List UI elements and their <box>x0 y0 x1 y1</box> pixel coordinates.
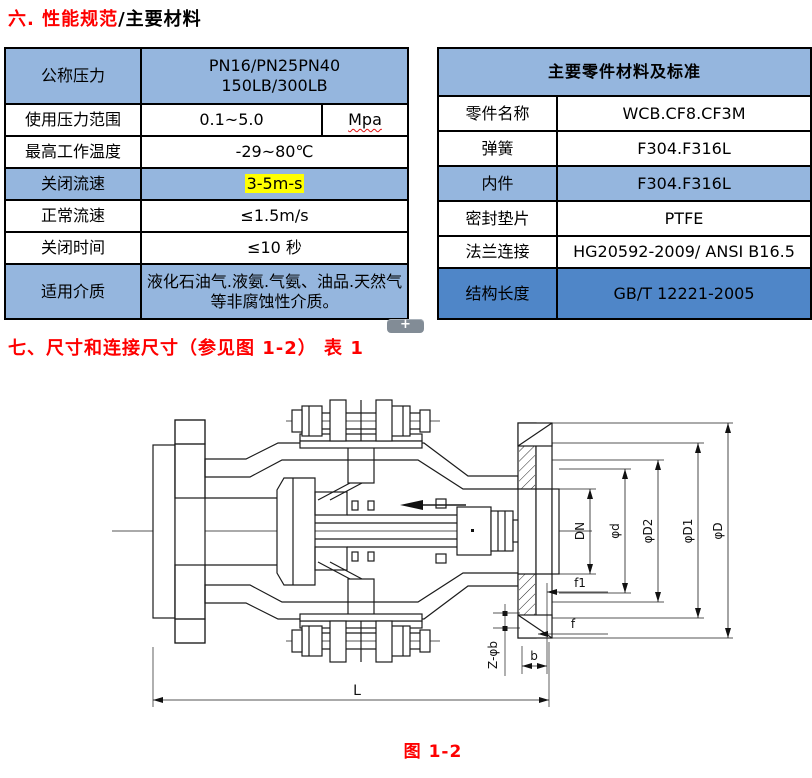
spec-label: 关闭时间 <box>4 231 142 265</box>
spec-label: 关闭流速 <box>4 167 142 201</box>
spec-value: 0.1~5.0 <box>140 103 323 137</box>
dim-label-d: φd <box>608 523 622 539</box>
dim-label-f1: f1 <box>574 576 586 590</box>
dim-label-dn: DN <box>573 522 587 540</box>
diameter-dimensions: DN φd φD2 φD1 φD <box>573 423 731 638</box>
table-row: 关闭流速 3-5m-s <box>4 167 410 201</box>
material-value: F304.F316L <box>555 165 812 202</box>
material-label: 密封垫片 <box>437 200 558 237</box>
table-row: 弹簧 F304.F316L <box>437 130 812 167</box>
table-row: 适用介质 液化石油气.液氨.气氨、油品.天然气等非腐蚀性介质。 <box>4 263 410 320</box>
material-label: 零件名称 <box>437 95 558 132</box>
spec-value: -29~80℃ <box>139 135 410 169</box>
table-row: 公称压力 PN16/PN25PN40 150LB/300LB <box>4 47 410 105</box>
table-row: 法兰连接 HG20592-2009/ ANSI B16.5 <box>437 235 812 269</box>
materials-table: 主要零件材料及标准 零件名称 WCB.CF8.CF3M 弹簧 F304.F316… <box>436 47 812 320</box>
dim-label-d1: φD1 <box>681 519 695 544</box>
dimension-extension-lines <box>152 422 733 707</box>
table-row: 使用压力范围 0.1~5.0 Mpa <box>4 103 410 137</box>
material-value: HG20592-2009/ ANSI B16.5 <box>555 235 812 269</box>
valve-drawing: DN φd φD2 φD1 φD f1 f Z-φb b L <box>112 399 733 707</box>
table-row: 最高工作温度 -29~80℃ <box>4 135 410 169</box>
right-flange <box>517 422 560 639</box>
table-row: 结构长度 GB/T 12221-2005 <box>437 267 812 320</box>
table-row: 关闭时间 ≤10 秒 <box>4 231 410 265</box>
dim-label-b: b <box>530 649 538 663</box>
section-7-title: 七、尺寸和连接尺寸（参见图 1-2） 表 1 <box>8 338 364 359</box>
dim-label-l: L <box>353 683 361 699</box>
valve-internals <box>276 477 523 586</box>
spec-label: 适用介质 <box>4 263 142 320</box>
material-value: WCB.CF8.CF3M <box>555 95 812 132</box>
spec-value: PN16/PN25PN40 150LB/300LB <box>139 47 410 105</box>
material-label: 弹簧 <box>437 130 558 167</box>
left-flange <box>152 419 206 644</box>
spec-label: 使用压力范围 <box>4 103 142 137</box>
spec-value: 液化石油气.液氨.气氨、油品.天然气等非腐蚀性介质。 <box>139 263 410 320</box>
table-row: 密封垫片 PTFE <box>437 200 812 237</box>
table-row: 主要零件材料及标准 <box>436 47 812 97</box>
spec-value: 3-5m-s <box>139 167 410 201</box>
material-value: F304.F316L <box>555 130 812 167</box>
material-value: PTFE <box>555 200 812 237</box>
spec-value: ≤1.5m/s <box>139 199 410 233</box>
material-label: 结构长度 <box>437 267 558 320</box>
bottom-bonnet <box>291 578 431 663</box>
dim-label-d2: φD2 <box>641 519 655 544</box>
table-row: 零件名称 WCB.CF8.CF3M <box>437 95 812 132</box>
material-label: 法兰连接 <box>437 235 558 269</box>
material-value: GB/T 12221-2005 <box>555 267 812 320</box>
spec-unit-text: Mpa <box>348 110 382 129</box>
materials-table-header: 主要零件材料及标准 <box>436 47 812 97</box>
dim-label-f: f <box>571 617 576 631</box>
spec-value: ≤10 秒 <box>139 231 410 265</box>
spec-label: 最高工作温度 <box>4 135 142 169</box>
figure-caption: 图 1-2 <box>403 742 463 762</box>
spec-label: 公称压力 <box>4 47 142 105</box>
highlighted-value: 3-5m-s <box>244 174 305 193</box>
length-dimension: L <box>153 683 549 703</box>
face-dimensions: f1 f Z-φb b <box>486 576 608 676</box>
table-row: 正常流速 ≤1.5m/s <box>4 199 410 233</box>
table-resize-handle[interactable]: + <box>387 318 424 333</box>
performance-spec-table: 公称压力 PN16/PN25PN40 150LB/300LB 使用压力范围 0.… <box>4 47 410 320</box>
dim-label-z: Z-φb <box>486 641 500 669</box>
table-row: 内件 F304.F316L <box>437 165 812 202</box>
spec-unit: Mpa <box>320 103 410 137</box>
dim-label-dd: φD <box>711 522 725 539</box>
top-bonnet <box>291 399 431 484</box>
spec-label: 正常流速 <box>4 199 142 233</box>
section-6-title: 六. 性能规范/主要材料 <box>8 5 202 31</box>
material-label: 内件 <box>437 165 558 202</box>
section-6-title-red: 六. 性能规范 <box>8 9 119 30</box>
flow-direction-arrow <box>400 500 466 510</box>
section-6-title-black: /主要材料 <box>118 9 202 30</box>
